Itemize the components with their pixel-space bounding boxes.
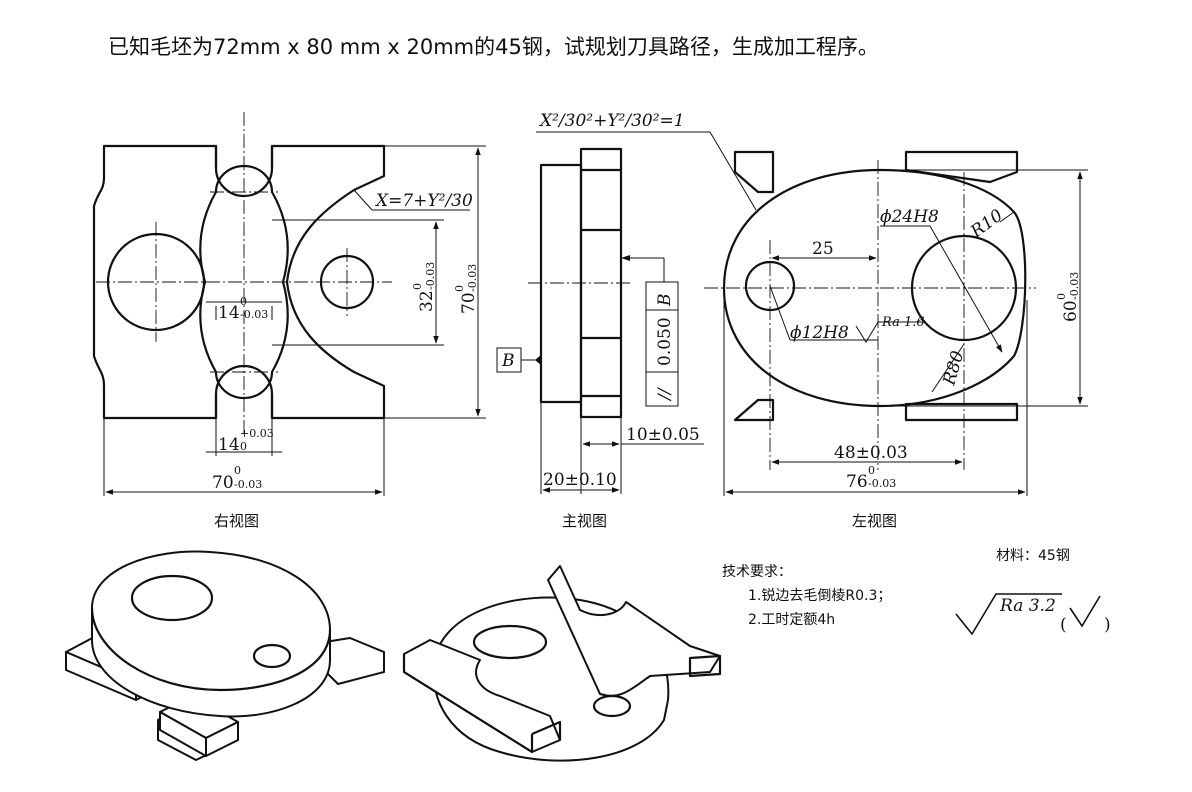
- dim-small-hole: ϕ12H8: [790, 323, 849, 343]
- svg-text:0: 0: [1055, 293, 1068, 300]
- front-view: X²/30²+Y²/30²=1 B B 0.050 // 10±0.05: [496, 111, 757, 530]
- dim-slot-top: 14 0 -0.03: [218, 295, 268, 323]
- svg-text:0: 0: [234, 464, 241, 477]
- right-view-caption: 右视图: [214, 512, 259, 530]
- svg-text:0: 0: [240, 440, 247, 453]
- svg-text:-0.03: -0.03: [424, 262, 437, 290]
- material-label: 材料：45钢: [996, 548, 1070, 564]
- dim-right-width: 70 0 -0.03: [212, 464, 262, 493]
- dim-left-width: 76 0 -0.03: [846, 464, 896, 492]
- svg-text:-0.03: -0.03: [466, 264, 479, 292]
- dim-inner-height: 32 0 -0.03: [411, 262, 437, 312]
- svg-text:60: 60: [1061, 300, 1081, 322]
- parallelism-symbol: //: [655, 386, 675, 402]
- svg-text:0: 0: [411, 283, 424, 290]
- svg-text:B: B: [501, 351, 515, 371]
- tech-requirement-1: 1.锐边去毛倒棱R0.3；: [748, 588, 891, 604]
- svg-text:-0.03: -0.03: [1068, 272, 1081, 300]
- datum-triangle-icon: [535, 355, 541, 365]
- svg-text:0: 0: [453, 285, 466, 292]
- svg-text:): ): [1104, 615, 1111, 635]
- svg-text:14: 14: [218, 435, 240, 455]
- surface-roughness-symbol: Ra 3.2 ( ): [955, 593, 1111, 636]
- dim-right-height: 70 0 -0.03: [453, 264, 479, 314]
- roughness-small-symbol: [855, 321, 879, 343]
- front-view-caption: 主视图: [562, 512, 607, 530]
- isometric-view-2: [402, 565, 722, 762]
- tech-requirement-2: 2.工时定额4h: [748, 612, 835, 628]
- dim-thickness: 20±0.10: [543, 470, 617, 490]
- iso1-small-hole: [252, 643, 292, 669]
- left-view-caption: 左视图: [852, 512, 897, 530]
- dim-step: 10±0.05: [626, 425, 700, 445]
- dim-left-height: 60 0 -0.03: [1055, 272, 1081, 322]
- svg-text:14: 14: [218, 303, 240, 323]
- tol-value: 0.050: [655, 317, 675, 366]
- svg-text:0: 0: [868, 464, 875, 477]
- svg-text:-0.03: -0.03: [234, 478, 262, 491]
- left-view: 25 ϕ24H8 R10 ϕ12H8 Ra 1.6 R80 60 0 -0.03: [704, 150, 1088, 530]
- iso2-large-hole: [472, 624, 548, 660]
- svg-text:Ra 3.2: Ra 3.2: [999, 596, 1056, 616]
- ellipse-equation-label: X²/30²+Y²/30²=1: [538, 111, 685, 131]
- svg-text:+0.03: +0.03: [240, 427, 274, 440]
- problem-statement: 已知毛坯为72mm x 80 mm x 20mm的45钢，试规划刀具路径，生成加…: [108, 35, 879, 59]
- svg-text:70: 70: [212, 473, 234, 493]
- svg-text:0: 0: [240, 295, 247, 308]
- tol-datum: B: [655, 294, 675, 308]
- iso2-small-hole: [592, 694, 632, 718]
- iso1-large-hole: [130, 574, 214, 622]
- curve-equation-label: X=7+Y²/30: [374, 191, 473, 211]
- svg-text:32: 32: [417, 290, 437, 312]
- dim-offset: 25: [812, 239, 834, 259]
- svg-text:-0.03: -0.03: [868, 477, 896, 490]
- dim-center: 48±0.03: [834, 443, 908, 463]
- isometric-view-1: [65, 550, 385, 761]
- svg-text:0.050: 0.050: [655, 317, 675, 366]
- svg-text:(: (: [1060, 615, 1067, 635]
- svg-text:B: B: [655, 294, 675, 308]
- svg-text:-0.03: -0.03: [240, 308, 268, 321]
- parallelism-frame: [645, 281, 679, 407]
- left-view-outline: [722, 168, 1027, 408]
- tech-requirements-heading: 技术要求：: [722, 564, 792, 580]
- dim-big-hole: ϕ24H8: [880, 207, 939, 227]
- right-view: X=7+Y²/30 32 0 -0.03 70 0 -0.03 14 0 -0.…: [92, 112, 486, 530]
- right-view-outline: [92, 144, 386, 420]
- svg-text:70: 70: [459, 292, 479, 314]
- svg-text://: //: [655, 386, 675, 402]
- roughness-small: Ra 1.6: [881, 315, 925, 330]
- dim-slot-bottom: 14 +0.03 0: [218, 427, 274, 455]
- svg-text:76: 76: [846, 472, 868, 492]
